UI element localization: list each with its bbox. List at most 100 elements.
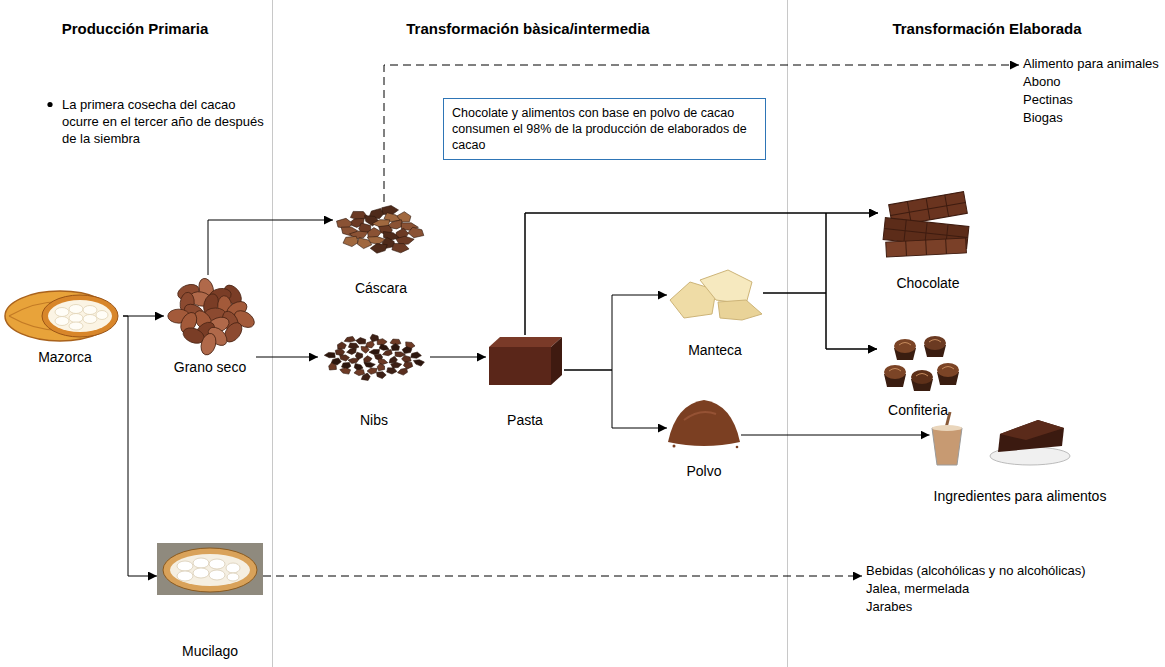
food-ingredient-picture (1000, 420, 1064, 440)
cacao-pod-picture (83, 306, 97, 315)
cacao-pod-picture (5, 291, 118, 341)
cocoa-nibs-picture (379, 344, 389, 350)
cocoa-nibs-picture (398, 368, 408, 375)
product-item: Pectinas (1023, 91, 1073, 109)
picture-area (878, 195, 978, 275)
flow-arrow (208, 220, 333, 275)
cocoa-nibs-picture (356, 338, 366, 344)
bonbon-picture (929, 340, 941, 343)
cocoa-husk-picture (337, 206, 424, 254)
cacao-pod-picture (42, 295, 118, 337)
cacao-pod-picture (55, 308, 69, 317)
column-heading: Transformación bàsica/intermedia (406, 20, 649, 38)
cocoa-nibs-picture (377, 339, 387, 345)
column-divider (272, 0, 273, 667)
chocolate-bar-picture (884, 229, 968, 238)
picture-area (7, 287, 123, 349)
node-label: Manteca (688, 342, 742, 358)
picture-area (877, 330, 959, 402)
cocoa-nibs-picture (383, 350, 393, 356)
bonbon-picture (884, 336, 959, 391)
cocoa-powder-picture (736, 446, 739, 449)
cacao-pod-picture (69, 305, 83, 314)
cocoa-husk-picture (370, 244, 387, 254)
cocoa-nibs-picture (329, 363, 337, 370)
picture-area (164, 275, 256, 359)
picture-area (157, 543, 263, 643)
cocoa-nibs-picture (369, 350, 380, 355)
cocoa-nibs-picture (324, 352, 335, 357)
product-node: Grano seco (164, 275, 256, 375)
by-product-list: Bebidas (alcohólicas y no alcohólicas) Ja… (862, 562, 1088, 616)
cocoa-nibs-picture (348, 343, 359, 349)
cocoa-nibs-picture (347, 348, 357, 354)
flow-arrow (525, 213, 877, 349)
food-ingredient-picture (998, 420, 1064, 452)
cocoa-nibs-picture (335, 349, 344, 356)
bonbon-picture (937, 363, 959, 377)
mucilage-picture (227, 573, 239, 581)
cocoa-nibs-picture (403, 362, 412, 369)
picture-area (667, 270, 763, 342)
dashed-arrow (263, 576, 862, 577)
product-item: Bebidas (alcohólicas y no alcohólicas) (866, 562, 1086, 580)
flow-arrow (525, 213, 878, 335)
cocoa-nibs-picture (354, 369, 365, 375)
mucilage-picture (157, 543, 263, 595)
flow-arrow (123, 316, 157, 576)
node-label: Grano seco (174, 359, 246, 375)
node-label: Ingredientes para alimentos (934, 488, 1107, 504)
mucilage-picture (193, 558, 209, 568)
node-label: Polvo (686, 463, 721, 479)
product-node: Mazorca (7, 287, 123, 365)
chocolate-bar-picture (925, 240, 927, 255)
chocolate-bar-picture (891, 202, 966, 215)
picture-area (930, 410, 1111, 488)
chocolate-bar-picture (886, 238, 967, 257)
mucilage-picture (163, 548, 257, 592)
flow-arrow (763, 293, 877, 349)
cocoa-nibs-picture (324, 334, 424, 380)
flow-arrow (564, 370, 667, 428)
flow-arrow (741, 435, 930, 436)
mucilage-picture (177, 561, 193, 571)
cacao-pod-picture (48, 300, 112, 332)
node-label: Cáscara (355, 280, 407, 296)
bonbon-picture (942, 367, 954, 370)
flow-arrow (430, 357, 486, 358)
chocolate-bar-picture (883, 192, 969, 258)
note-text: La primera cosecha del cacao ocurre en e… (62, 96, 267, 147)
mucilage-picture (157, 543, 263, 595)
bonbon-picture (911, 370, 933, 391)
cacao-pod-picture (83, 315, 97, 324)
cacao-pod-picture (69, 314, 83, 323)
cocoa-husk-picture (357, 238, 372, 249)
product-item: Jarabes (866, 598, 912, 616)
bonbon-picture (884, 365, 906, 379)
bonbon-picture (884, 365, 906, 387)
product-item: Abono (1023, 73, 1061, 91)
cocoa-paste-block-picture (489, 347, 551, 385)
node-label: Mucilago (182, 643, 238, 659)
food-ingredient-picture (932, 428, 962, 465)
cocoa-husk-picture (408, 227, 424, 238)
bonbon-picture (924, 336, 946, 350)
mucilage-picture (177, 558, 240, 581)
cocoa-nibs-picture (361, 373, 370, 380)
cocoa-butter-picture (670, 270, 762, 320)
cocoa-nibs-picture (338, 342, 347, 349)
bonbon-picture (894, 339, 916, 360)
product-item: Biogas (1023, 109, 1063, 127)
flow-arrow (564, 295, 667, 370)
chocolate-bar-picture (945, 239, 947, 254)
cocoa-nibs-picture (367, 368, 377, 374)
node-label: Nibs (360, 412, 388, 428)
product-node: Nibs (318, 330, 430, 428)
product-node: Manteca (667, 270, 763, 358)
bonbon-picture (894, 339, 916, 353)
column-divider (787, 0, 788, 667)
bonbon-picture (899, 343, 911, 346)
cocoa-nibs-picture (391, 344, 399, 351)
picture-area (318, 330, 430, 412)
node-label: Pasta (507, 412, 543, 428)
